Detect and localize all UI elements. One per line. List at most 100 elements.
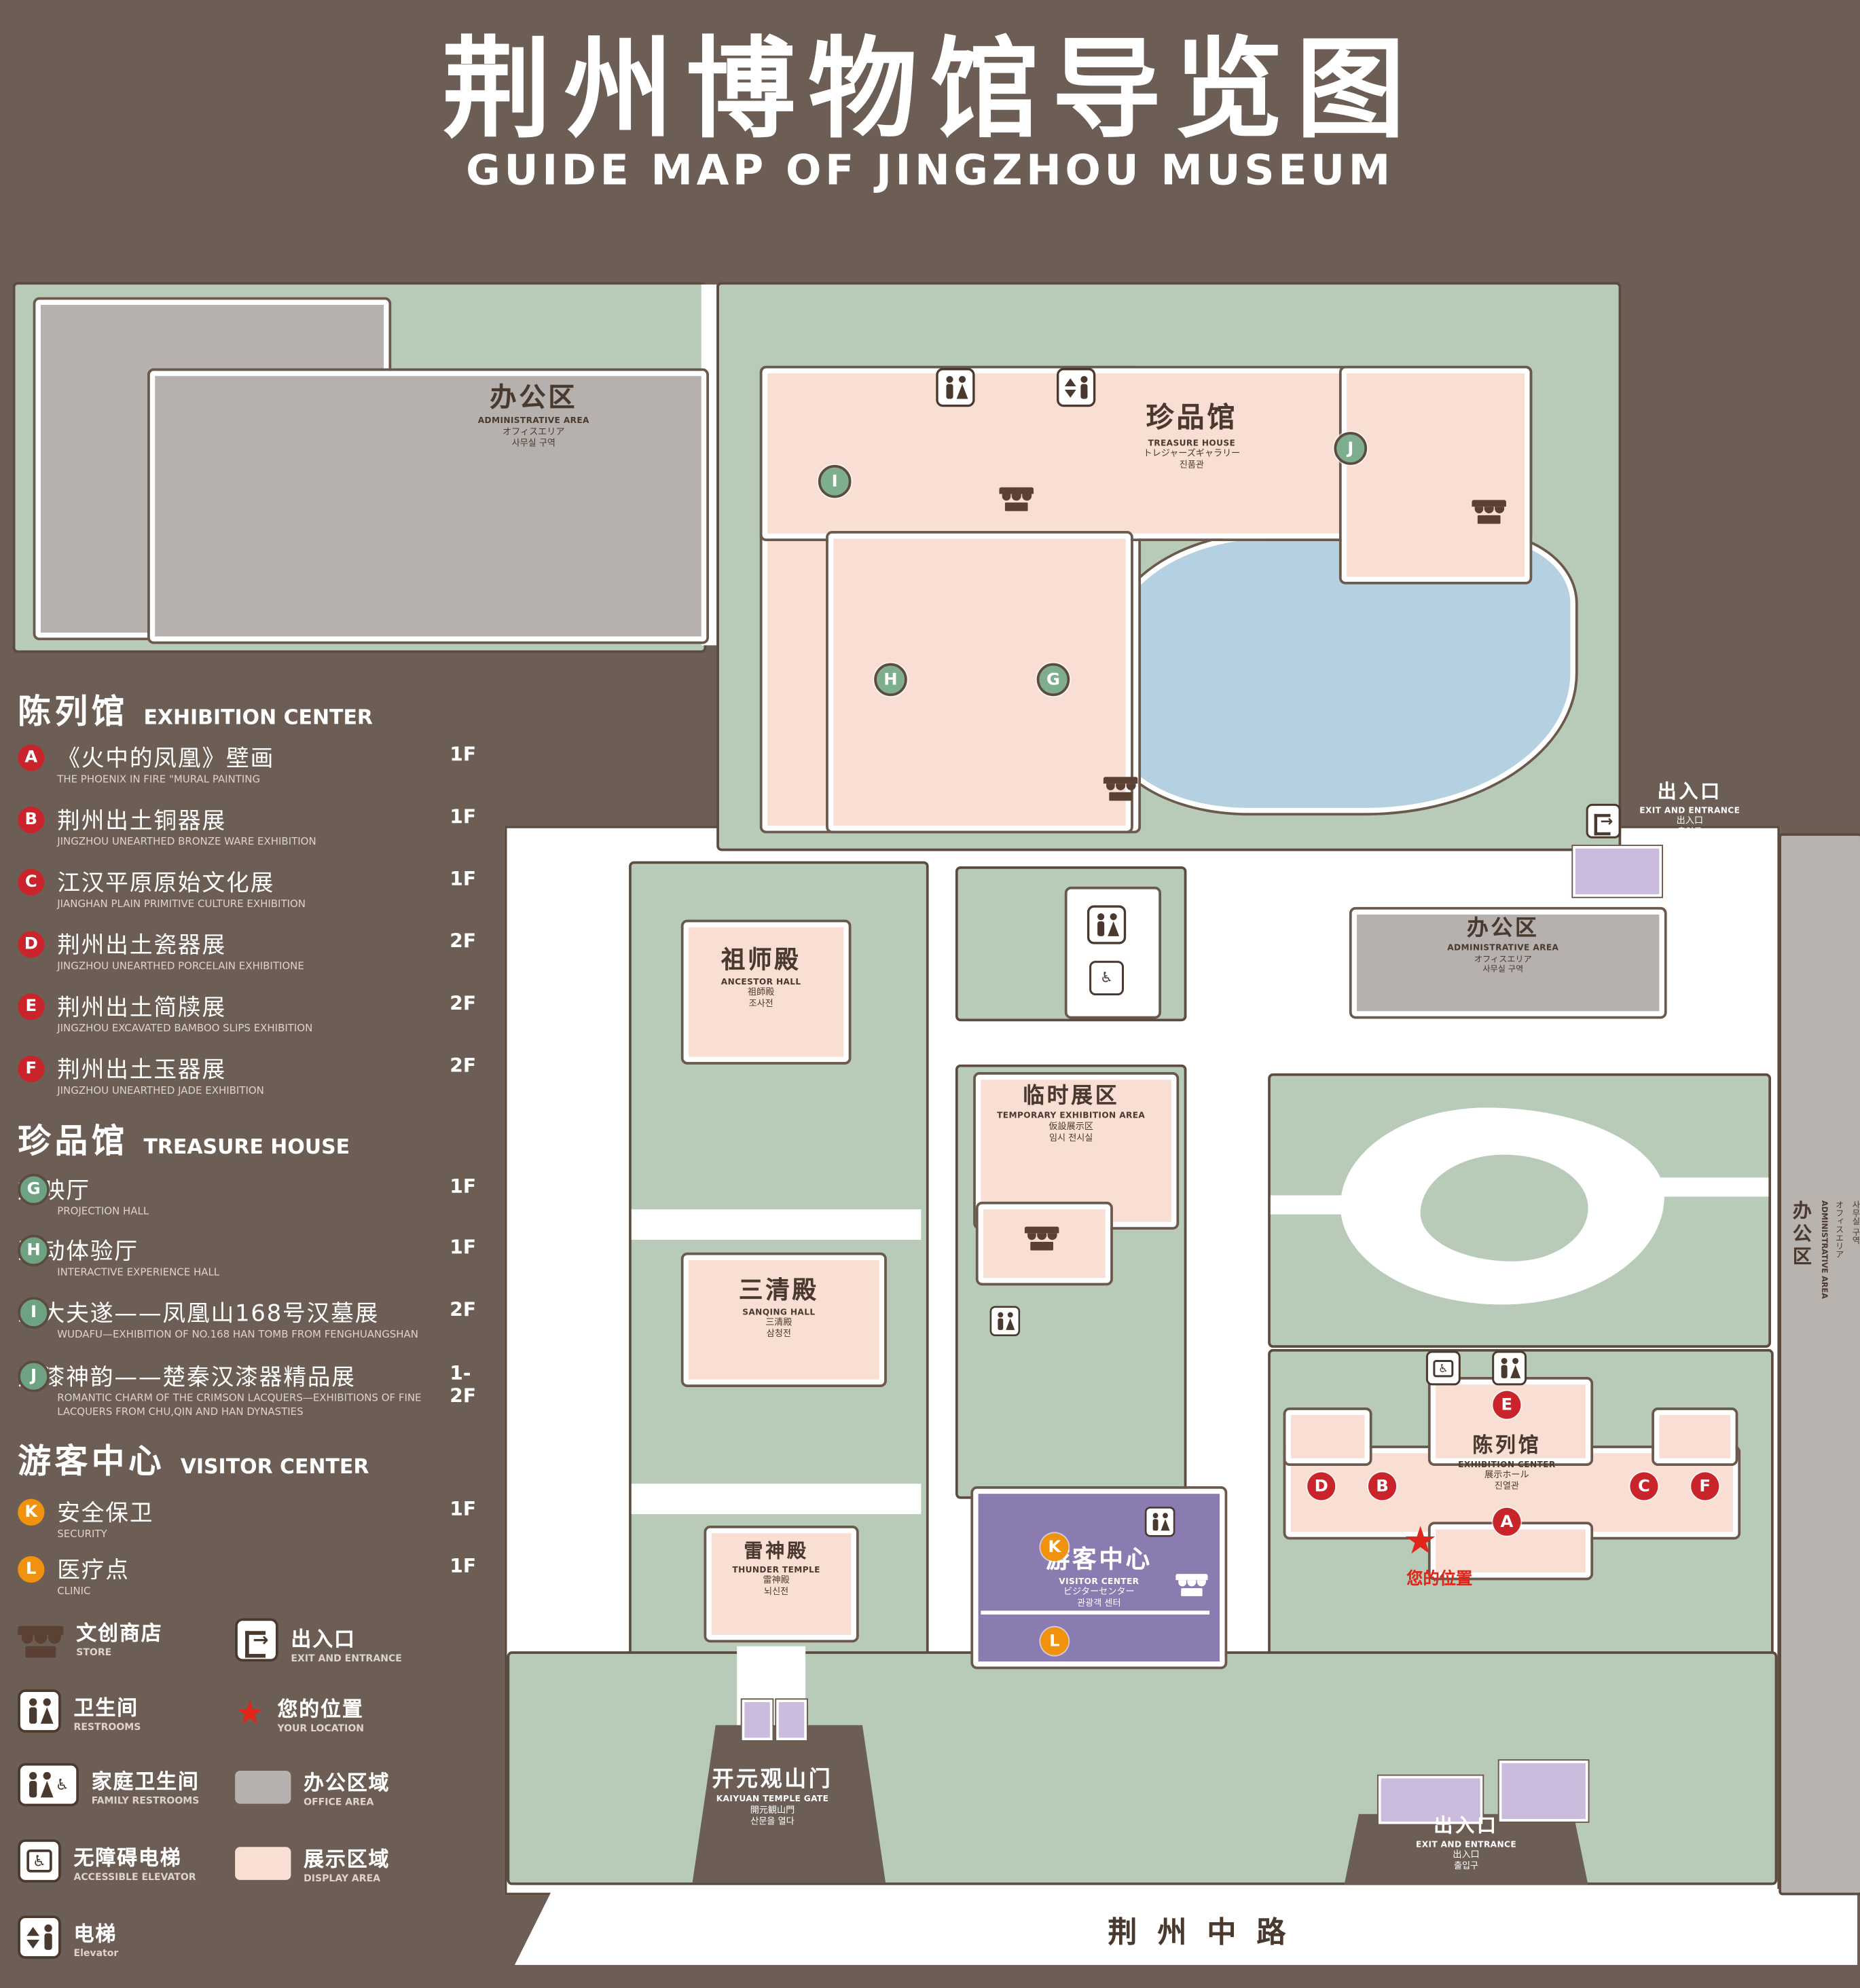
map-marker-j: J	[1334, 432, 1368, 465]
map-marker-g: G	[1036, 663, 1070, 697]
label-admin-side: 办公区 ADMINISTRATIVE AREA オフィスエリア 사무실 구역	[1790, 1200, 1860, 1299]
road-label: 荆州中路	[1108, 1917, 1307, 1950]
label-admin-east: 办公区 ADMINISTRATIVE AREA オフィスエリア 사무실 구역	[1447, 915, 1559, 974]
thunder-temple-building	[704, 1525, 859, 1643]
label-treasure-house: 珍品馆 TREASURE HOUSE トレジャーズギャラリー 진품관	[1143, 403, 1241, 471]
label-gate: 开元观山门 KAIYUAN TEMPLE GATE 開元観山門 산문을 열다	[712, 1767, 833, 1826]
exhibition-center-right-arm	[1652, 1407, 1738, 1467]
map-marker-i: I	[818, 464, 852, 498]
accessible-elevator-icon: ♿	[18, 1839, 61, 1883]
store-icon	[1472, 492, 1506, 524]
south-entrance-2	[1497, 1759, 1590, 1823]
ancestor-hall-building	[680, 919, 852, 1065]
restroom-icon	[989, 1306, 1021, 1336]
sanqing-hall-building	[680, 1252, 887, 1388]
label-exhibition-center: 陈列馆 EXHIBITION CENTER 展示ホール 진열관	[1458, 1433, 1556, 1492]
restroom-icon	[1087, 905, 1127, 944]
family-restroom-icon: ♿	[18, 1763, 79, 1807]
elevator-icon	[1057, 367, 1096, 407]
store-icon	[1024, 1219, 1059, 1251]
gate-wedge	[692, 1725, 886, 1883]
restroom-icon	[936, 367, 975, 407]
legend-item-a: A《火中的凤凰》壁画 THE PHOENIX IN FIRE "MURAL PA…	[18, 741, 490, 788]
accessible-elevator-icon: ♿	[1425, 1350, 1461, 1386]
exit-icon: →	[235, 1618, 278, 1667]
section-exhibition-center: 陈列馆 EXHIBITION CENTER	[18, 693, 373, 732]
restroom-icon	[18, 1689, 61, 1733]
marker-l: L	[18, 1555, 45, 1583]
marker-d: D	[18, 930, 45, 957]
store-icon	[1175, 1567, 1208, 1596]
marker-j: J	[18, 1359, 50, 1392]
marker-i: I	[18, 1296, 50, 1329]
store-icon	[1103, 769, 1138, 801]
page-subtitle: GUIDE MAP OF JINGZHOU MUSEUM	[466, 145, 1394, 195]
gate-entrance-left	[740, 1698, 774, 1742]
office-area-swatch	[235, 1770, 291, 1803]
marker-e: E	[18, 993, 45, 1020]
section-treasure-house: 珍品馆 TREASURE HOUSE	[18, 1122, 350, 1162]
restroom-icon	[1144, 1507, 1175, 1537]
admin-nw-block-2	[147, 368, 709, 644]
elevator-icon	[18, 1915, 61, 1959]
south-exit-notch	[1344, 1814, 1588, 1885]
accessible-restroom-icon: ♿	[1089, 961, 1124, 996]
section-visitor-center: 游客中心 VISITOR CENTER	[18, 1443, 369, 1481]
cross-path-1	[631, 1209, 922, 1240]
map-area-right-admin	[1779, 833, 1860, 1896]
exit-icon: →	[1586, 803, 1621, 843]
marker-c: C	[18, 868, 45, 896]
location-star-icon: ★	[235, 1693, 265, 1732]
map-marker-b: B	[1368, 1472, 1397, 1501]
south-entrance-1	[1377, 1774, 1484, 1826]
northeast-entrance	[1571, 845, 1664, 898]
cross-path-2	[631, 1484, 922, 1515]
road	[514, 1889, 1858, 1966]
your-location-label: 您的位置	[1406, 1570, 1473, 1589]
store-icon	[999, 479, 1034, 511]
page-title: 荆州博物馆导览图	[442, 26, 1418, 154]
label-visitor-center: 游客中心 VISITOR CENTER ビジターセンター 관광객 센터	[1045, 1545, 1152, 1608]
marker-a: A	[18, 743, 45, 771]
treasure-house-east-wing	[1338, 365, 1533, 585]
label-exit-south: 出入口 EXIT AND ENTRANCE 出入口 출입구	[1416, 1814, 1517, 1871]
exhibition-center-left-arm	[1283, 1407, 1372, 1467]
label-sanqing-hall: 三清殿 SANQING HALL 三清殿 삼청전	[738, 1276, 819, 1340]
temporary-exhibition-building	[973, 1072, 1180, 1230]
map-marker-a: A	[1493, 1507, 1521, 1536]
garden-inner-green	[1420, 1154, 1588, 1262]
label-temporary-exhibition: 临时展区 TEMPORARY EXHIBITION AREA 仮設展示区 임시 …	[997, 1083, 1146, 1143]
garden-path-west	[1270, 1195, 1347, 1215]
label-admin-nw: 办公区 ADMINISTRATIVE AREA オフィスエリア 사무실 구역	[477, 382, 589, 449]
garden-path-east	[1652, 1177, 1769, 1197]
marker-f: F	[18, 1054, 45, 1082]
garden-island	[1268, 1073, 1772, 1348]
gate-entrance-right	[775, 1698, 808, 1742]
label-exit-northeast: 出入口 EXIT AND ENTRANCE 出入口 출입구	[1639, 779, 1740, 837]
map-marker-e: E	[1493, 1391, 1521, 1419]
marker-b: B	[18, 806, 45, 833]
label-thunder-temple: 雷神殿 THUNDER TEMPLE 雷神殿 뇌신전	[732, 1539, 820, 1597]
map-marker-f: F	[1691, 1472, 1719, 1501]
label-ancestor-hall: 祖师殿 ANCESTOR HALL 祖師殿 조사전	[721, 946, 801, 1009]
display-area-swatch	[235, 1846, 291, 1879]
marker-g: G	[18, 1173, 50, 1205]
map-marker-k: K	[1040, 1533, 1069, 1562]
